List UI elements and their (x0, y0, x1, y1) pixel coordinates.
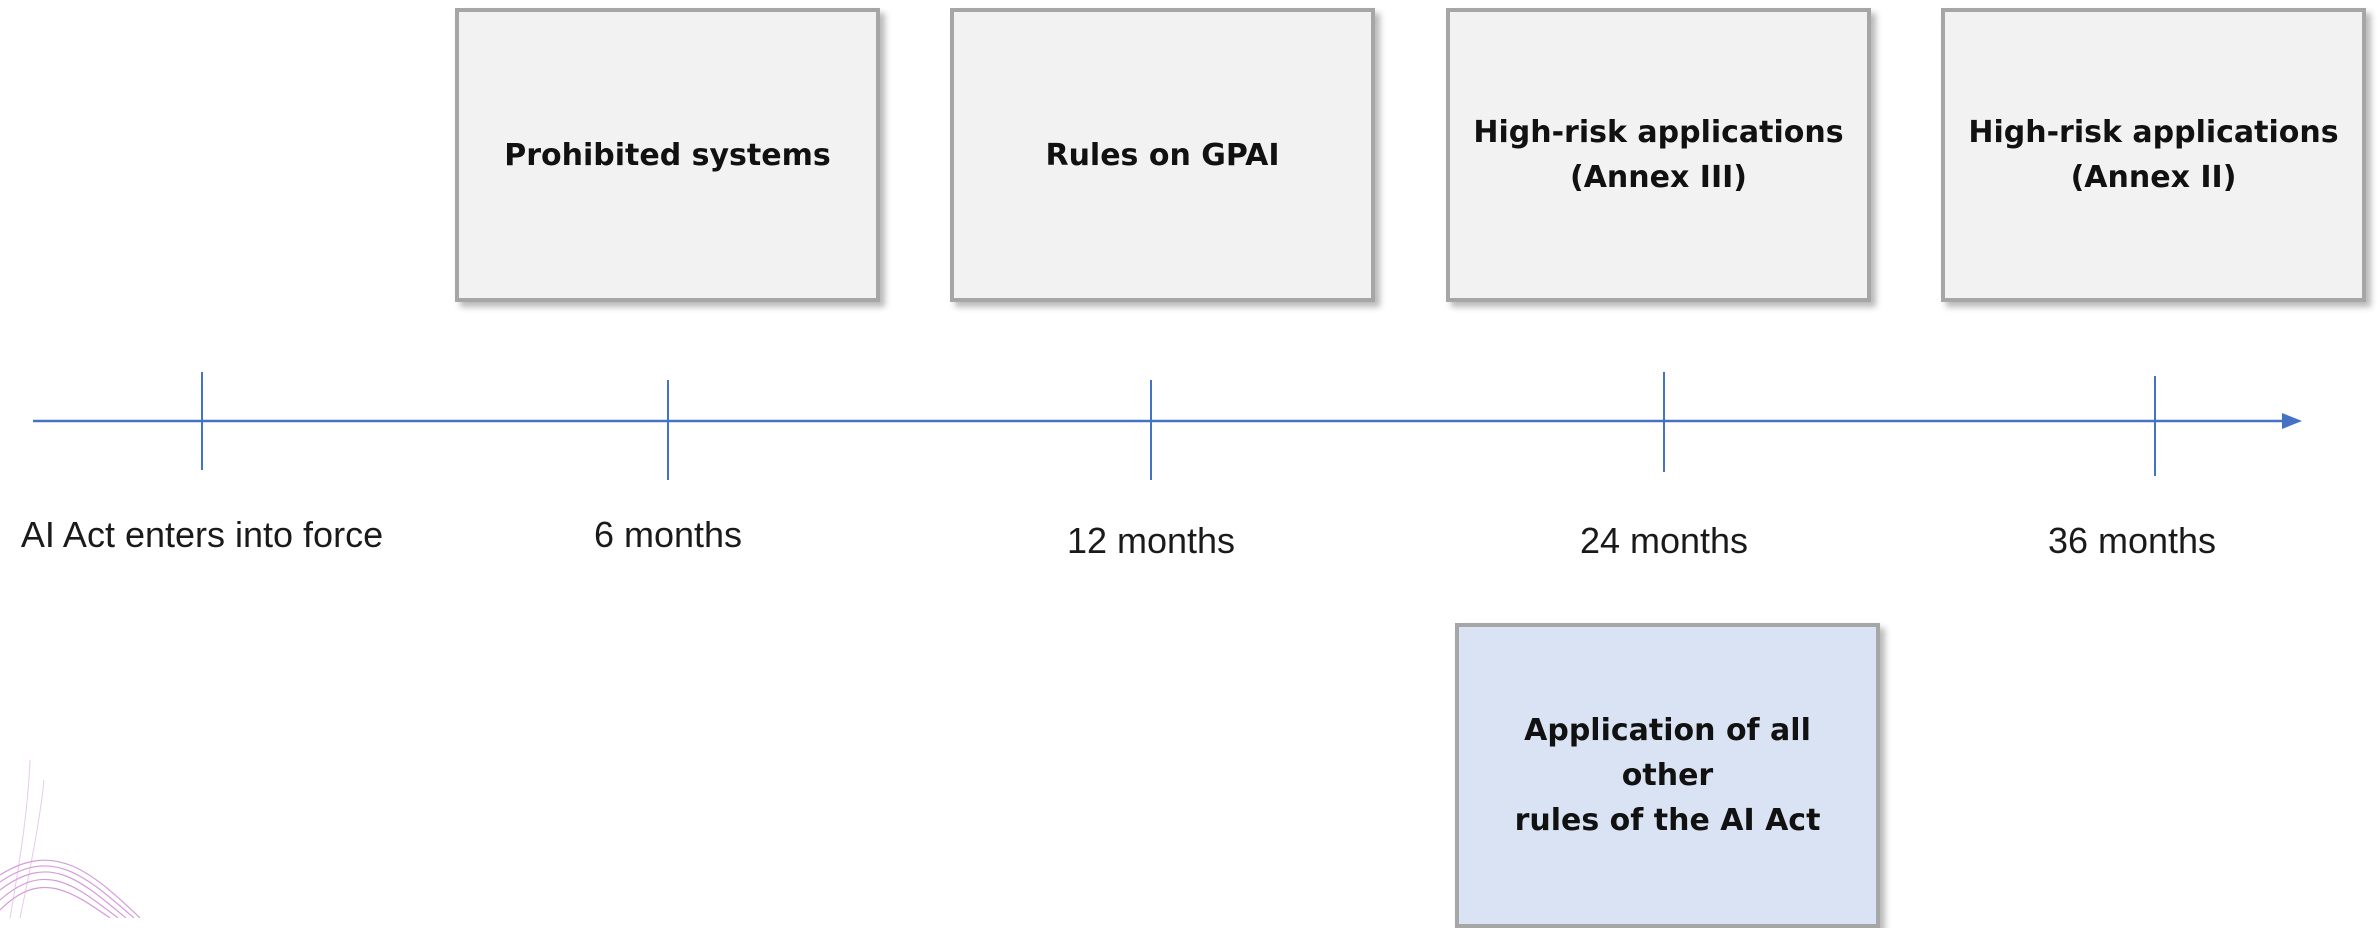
box-label: Rules on GPAI (1045, 137, 1280, 173)
box-label: High-risk applications (Annex II) (1968, 115, 2339, 195)
box-prohibited-systems: Prohibited systems (455, 8, 880, 302)
milestone-label-enters-into-force: AI Act enters into force (20, 514, 384, 555)
box-high-risk-annex-iii: High-risk applications (Annex III) (1446, 8, 1871, 302)
milestone-label-24-months: 24 months (1579, 520, 1749, 561)
box-rules-on-gpai: Rules on GPAI (950, 8, 1375, 302)
milestone-label-12-months: 12 months (1066, 520, 1236, 561)
box-all-other-rules: Application of all other rules of the AI… (1455, 623, 1880, 928)
box-label: Prohibited systems (504, 137, 831, 173)
box-label: High-risk applications (Annex III) (1473, 115, 1844, 195)
milestone-label-6-months: 6 months (593, 514, 743, 555)
timeline-arrow-head (2282, 413, 2302, 429)
milestone-label-36-months: 36 months (2047, 520, 2217, 561)
box-high-risk-annex-ii: High-risk applications (Annex II) (1941, 8, 2366, 302)
decorative-swirl (0, 760, 140, 918)
box-label: Application of all other rules of the AI… (1514, 713, 1821, 838)
